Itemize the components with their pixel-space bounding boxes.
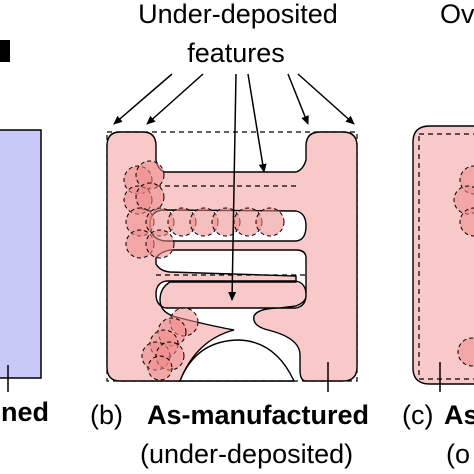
panel-b-as-manufactured: (b) As-manufactured (under-deposited) — [90, 73, 369, 469]
bead — [135, 182, 165, 212]
panel-a-heading-fragment — [0, 40, 10, 62]
panel-c-subtitle-fragment: (o — [446, 439, 470, 469]
bead — [457, 337, 474, 367]
panel-b-subtitle: (under-deposited) — [140, 439, 353, 469]
bead — [255, 207, 285, 237]
panel-b-title: As-manufactured — [147, 400, 369, 430]
panel-a-caption: ned — [1, 397, 49, 427]
arrow-top-right-corner — [297, 73, 355, 125]
bead — [147, 355, 173, 381]
bead-group-lower — [141, 307, 199, 381]
arrow-left-step — [146, 73, 204, 125]
bead — [459, 207, 474, 237]
panel-c-over-deposited: (c) As (o — [402, 125, 474, 469]
arrow-right-step — [287, 73, 309, 125]
panel-c-letter: (c) — [402, 400, 433, 430]
annotation-under-deposited: Under-deposited — [138, 0, 338, 29]
panel-c-designed-outline — [418, 133, 474, 380]
arrow-top-left-corner — [113, 73, 173, 125]
annotation-over-fragment: Ov — [440, 0, 474, 29]
bead-group-upper — [123, 160, 285, 259]
bead — [145, 229, 175, 259]
panel-a-designed: ned — [0, 40, 49, 427]
panel-c-beads — [453, 165, 474, 367]
panel-c-title-fragment: As — [444, 400, 474, 430]
bottom-notch — [178, 339, 296, 382]
panel-b-letter: (b) — [90, 400, 123, 430]
designed-shape — [0, 129, 42, 379]
arrow-slot-notch — [228, 73, 237, 301]
arrow-upper-slot — [247, 73, 267, 173]
annotation-features: features — [187, 38, 285, 68]
annotation-arrows — [113, 73, 355, 301]
